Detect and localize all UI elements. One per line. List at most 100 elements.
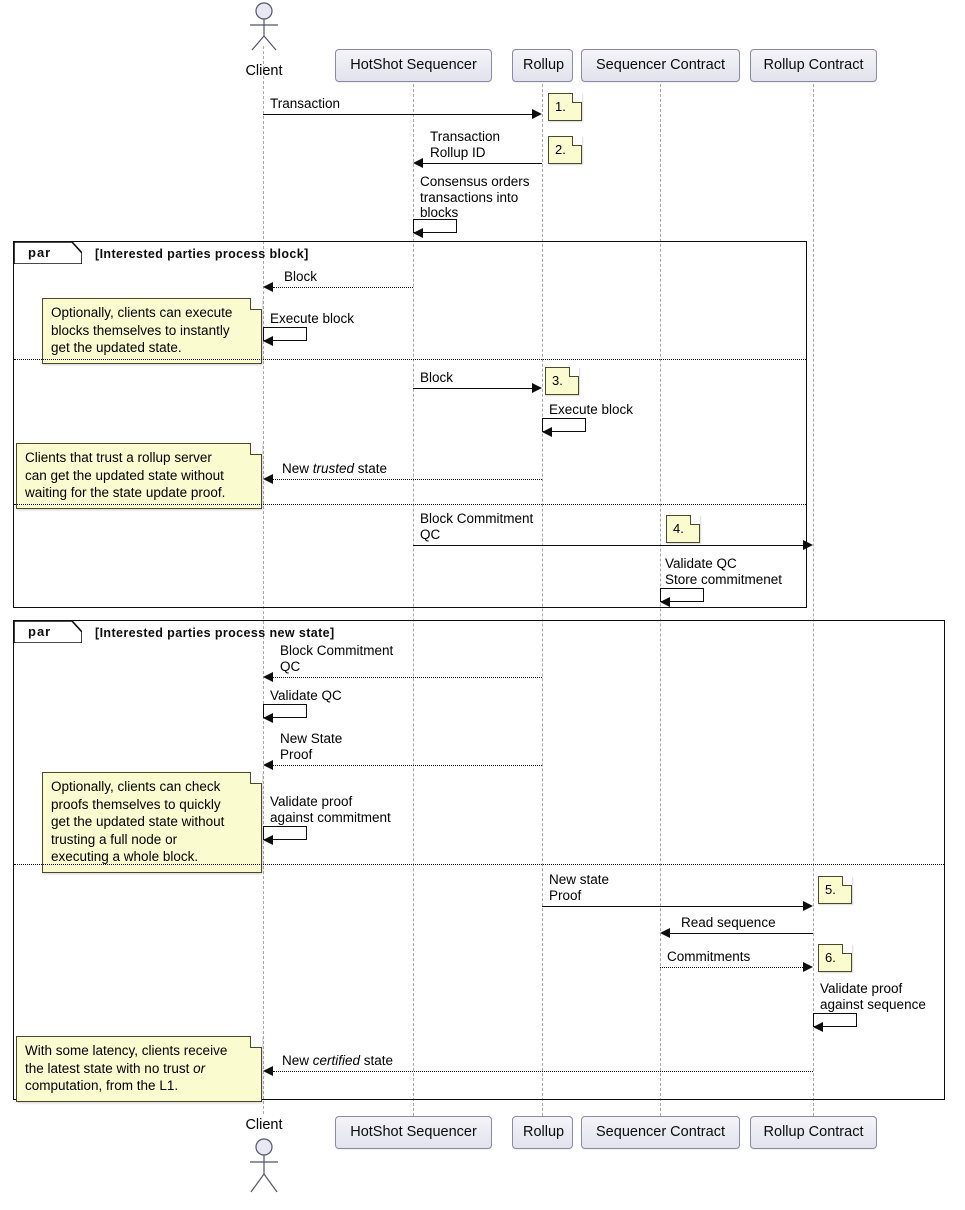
note-line: proofs themselves to quickly <box>51 796 221 812</box>
note-line: trusting a full node or <box>51 831 178 847</box>
self-message-validate-qc-client <box>263 704 307 718</box>
actor-label-client-top: Client <box>245 63 283 79</box>
message-label-block-to-client: Block <box>284 269 318 284</box>
step-badge-3-label: 3. <box>552 373 563 388</box>
self-message-validate-proof-against-commitment <box>263 826 307 840</box>
step-badge-5: 5. <box>818 876 852 904</box>
step-badge-4-label: 4. <box>673 521 684 536</box>
lifeline-hotshot <box>413 84 414 1116</box>
lifeline-rollup <box>542 84 543 1116</box>
lifeline-client <box>263 46 264 1114</box>
participant-rollup-contract-top[interactable]: Rollup Contract <box>750 49 877 82</box>
note-fold-icon <box>572 93 582 103</box>
step-badge-6: 6. <box>818 944 852 972</box>
message-line-read-sequence <box>670 933 813 934</box>
participant-sequencer-contract-bottom[interactable]: Sequencer Contract <box>581 1116 740 1149</box>
participant-rollup-contract-bottom[interactable]: Rollup Contract <box>750 1116 877 1149</box>
message-label-transaction: Transaction <box>270 96 341 111</box>
frame-par-1-keyword: par <box>28 245 52 260</box>
self-message-consensus-orders <box>413 219 457 233</box>
note-line: With some latency, clients receive <box>25 1043 228 1058</box>
message-line-block-to-client <box>273 287 413 288</box>
note-line: blocks themselves to instantly <box>51 322 230 338</box>
message-label-validate-qc-store-commitment: Validate QC Store commitmenet <box>665 556 783 587</box>
message-line-new-certified-state <box>273 1071 813 1072</box>
note-clients-trust-rollup-server: Clients that trust a rollup server can g… <box>16 443 262 509</box>
arrowhead-block-commitment-qc-contract <box>803 540 813 550</box>
message-line-block-commitment-qc-contract <box>413 545 803 546</box>
message-label-new-trusted-state: New trusted state <box>282 461 388 476</box>
note-line: can get the updated state without <box>25 467 224 483</box>
message-label-execute-block-client: Execute block <box>270 311 355 326</box>
arrowhead-new-state-proof-client <box>263 760 273 770</box>
note-line: the latest state with no trust or <box>25 1060 206 1076</box>
step-badge-2: 2. <box>548 136 582 164</box>
message-label-read-sequence: Read sequence <box>681 915 776 930</box>
note-line: get the updated state without <box>51 814 225 829</box>
self-message-execute-block-rollup <box>542 418 586 432</box>
message-label-commitments: Commitments <box>667 949 751 964</box>
participant-rollup-top[interactable]: Rollup <box>512 49 573 82</box>
self-message-validate-proof-against-sequence <box>813 1013 857 1027</box>
self-message-validate-qc-store-commitment <box>660 588 704 602</box>
message-label-transaction-rollup-id: Transaction Rollup ID <box>430 129 501 160</box>
note-fold-icon <box>250 298 262 310</box>
self-message-execute-block-client <box>263 327 307 341</box>
arrowhead-validate-qc-store-commitment <box>660 597 670 607</box>
message-label-execute-block-rollup: Execute block <box>549 402 634 417</box>
arrowhead-new-state-proof-contract <box>803 901 813 911</box>
actor-figure-icon <box>250 1138 278 1193</box>
arrowhead-consensus-orders <box>413 228 423 238</box>
actor-client-top <box>238 2 290 80</box>
frame-par-2-keyword: par <box>28 624 52 639</box>
message-label-block-to-rollup: Block <box>420 370 454 385</box>
frame-par-2-tab: par <box>14 621 82 643</box>
participant-hotshot-bottom[interactable]: HotShot Sequencer <box>335 1116 492 1149</box>
message-label-validate-proof-against-sequence: Validate proof against sequence <box>820 981 926 1012</box>
note-fold-icon <box>572 136 582 146</box>
arrowhead-block-to-client <box>263 282 273 292</box>
message-label-new-certified-state: New certified state <box>282 1053 394 1068</box>
arrowhead-new-trusted-state <box>263 474 273 484</box>
frame-par-2-condition: [Interested parties process new state] <box>95 626 335 640</box>
message-label-validate-qc-client: Validate QC <box>270 688 342 703</box>
note-fold-icon <box>690 515 700 525</box>
note-line: Clients that trust a rollup server <box>25 450 212 465</box>
note-fold-icon <box>842 944 852 954</box>
frame-tab-shape-icon <box>14 242 82 264</box>
message-label-new-state-proof-client: New State Proof <box>280 731 343 762</box>
message-line-new-state-proof-contract <box>542 906 803 907</box>
arrowhead-execute-block-client <box>263 336 273 346</box>
message-line-block-commitment-qc-client <box>273 677 542 678</box>
participant-hotshot-top[interactable]: HotShot Sequencer <box>335 49 492 82</box>
step-badge-3: 3. <box>545 367 579 395</box>
step-badge-2-label: 2. <box>555 142 566 157</box>
frame-par-2-divider-1 <box>14 864 944 865</box>
note-fold-icon <box>250 772 262 784</box>
frame-par-1-divider-2 <box>14 504 806 505</box>
note-line: executing a whole block. <box>51 849 199 864</box>
arrowhead-transaction <box>532 109 542 119</box>
note-line: waiting for the state update proof. <box>25 485 226 500</box>
arrowhead-transaction-rollup-id <box>413 158 423 168</box>
participant-sequencer-contract-top[interactable]: Sequencer Contract <box>581 49 740 82</box>
note-line: Optionally, clients can check <box>51 779 221 794</box>
note-with-some-latency: With some latency, clients receive the l… <box>16 1036 262 1102</box>
note-optionally-execute-blocks: Optionally, clients can execute blocks t… <box>42 298 262 364</box>
arrowhead-execute-block-rollup <box>542 427 552 437</box>
arrowhead-validate-proof-against-sequence <box>813 1022 823 1032</box>
message-label-validate-proof-against-commitment: Validate proof against commitment <box>270 794 391 825</box>
arrowhead-commitments <box>803 962 813 972</box>
step-badge-4: 4. <box>666 515 700 543</box>
arrowhead-new-certified-state <box>263 1066 273 1076</box>
note-line: get the updated state. <box>51 340 182 355</box>
frame-par-1-condition: [Interested parties process block] <box>95 247 309 261</box>
note-fold-icon <box>842 876 852 886</box>
actor-label-client-bottom: Client <box>245 1117 283 1133</box>
note-fold-icon <box>250 1036 262 1048</box>
arrowhead-validate-proof-against-commitment <box>263 835 273 845</box>
participant-rollup-bottom[interactable]: Rollup <box>512 1116 573 1149</box>
lifeline-rollup-contract <box>813 84 814 1116</box>
note-line: Optionally, clients can execute <box>51 305 233 320</box>
